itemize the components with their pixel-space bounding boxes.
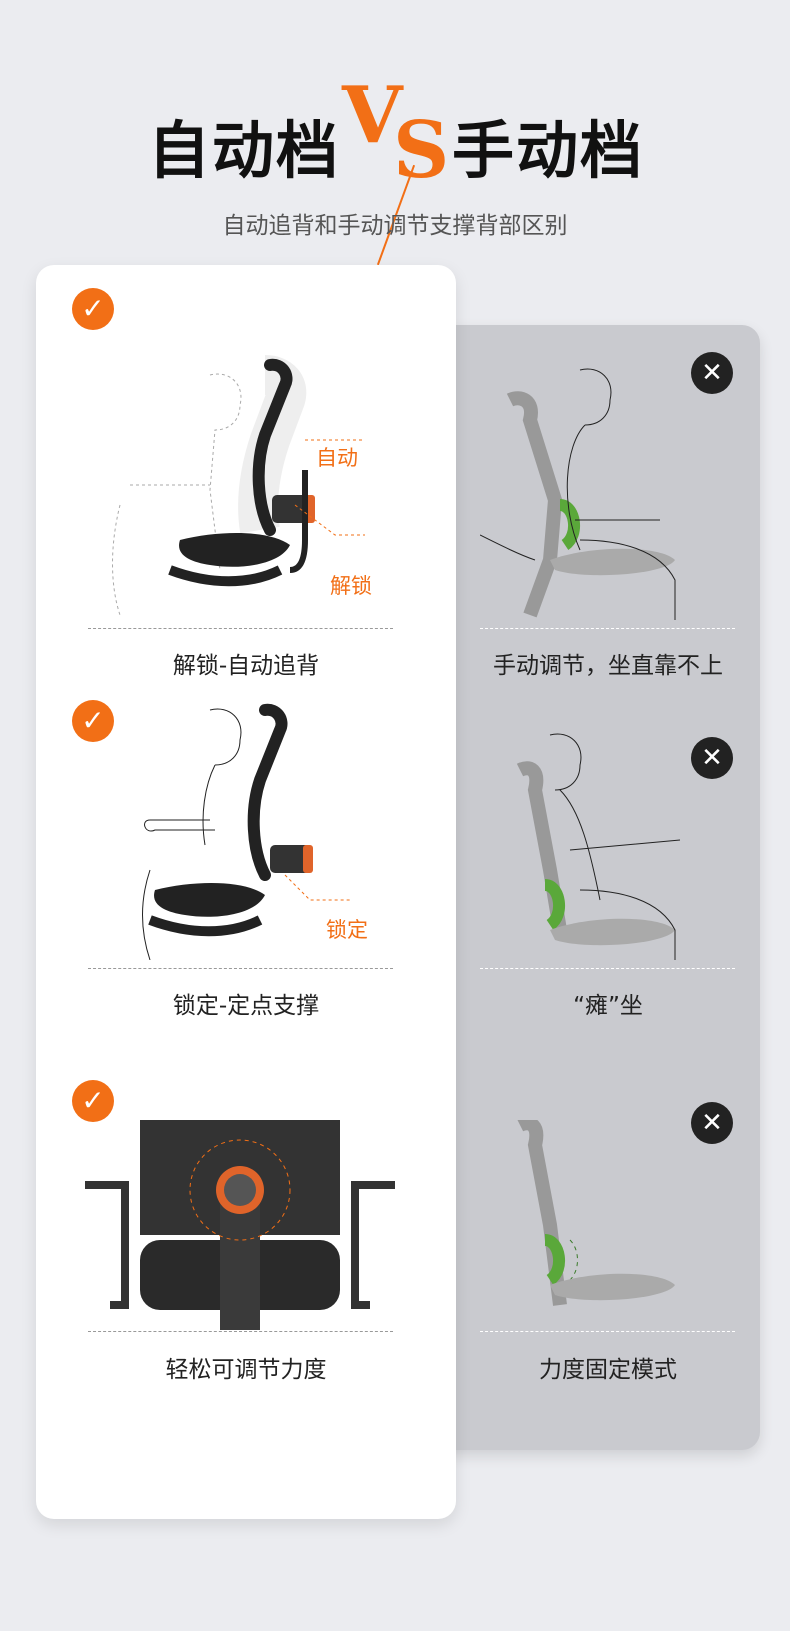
- divider: [480, 1331, 735, 1332]
- caption-manual-slouch: “瘫”坐: [573, 993, 643, 1019]
- manual-card: [420, 325, 760, 1450]
- divider: [88, 628, 393, 629]
- chair-back-illustration: [85, 1120, 395, 1330]
- caption-manual-fixed: 力度固定模式: [539, 1357, 677, 1383]
- caption-auto-force: 轻松可调节力度: [165, 1357, 327, 1383]
- divider: [88, 1331, 393, 1332]
- close-icon: ✕: [691, 352, 733, 394]
- check-icon: ✓: [72, 700, 114, 742]
- caption-manual-adjust: 手动调节，坐直靠不上: [493, 653, 723, 679]
- subtitle: 自动追背和手动调节支撑背部区别: [222, 213, 568, 239]
- title-manual: 手动档: [452, 114, 645, 187]
- manual-chair-fixed-illustration: [517, 1120, 675, 1306]
- label-auto: 自动: [316, 446, 358, 470]
- chair-unlock-illustration: [112, 355, 365, 616]
- vs-logo-s: S: [393, 105, 450, 196]
- check-icon: ✓: [72, 288, 114, 330]
- label-lock: 锁定: [326, 918, 368, 942]
- divider: [480, 968, 735, 969]
- close-icon: ✕: [691, 1102, 733, 1144]
- chair-lock-illustration: [142, 703, 350, 960]
- caption-auto-lock: 锁定-定点支撑: [172, 993, 320, 1019]
- divider: [480, 628, 735, 629]
- close-icon: ✕: [691, 737, 733, 779]
- header-title: 自动档 手动档: [0, 78, 790, 266]
- caption-auto-unlock: 解锁-自动追背: [172, 653, 320, 679]
- divider: [88, 968, 393, 969]
- manual-chair-slouch-illustration: [516, 733, 681, 960]
- label-unlock: 解锁: [330, 574, 372, 598]
- title-auto: 自动档: [148, 114, 341, 187]
- check-icon: ✓: [72, 1080, 114, 1122]
- vs-logo-v: V: [342, 70, 403, 161]
- manual-chair-upright-illustration: [480, 368, 676, 620]
